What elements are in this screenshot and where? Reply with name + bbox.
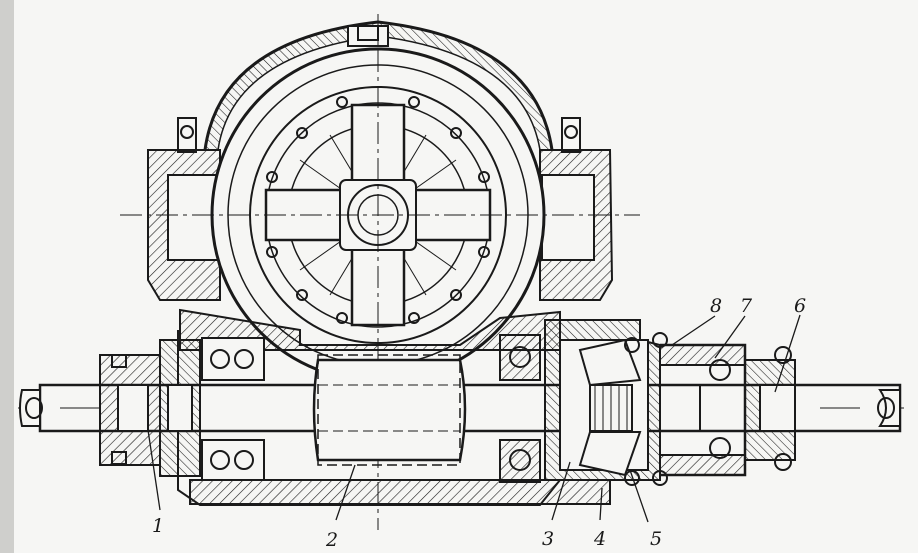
housing-left-block (147, 117, 221, 301)
callout-4: 4 (593, 528, 606, 550)
callout-1: 1 (152, 515, 164, 537)
page-edge-shadow (0, 0, 14, 553)
right-bearing (499, 334, 541, 483)
pinion-gear (312, 354, 467, 466)
lower-housing (177, 308, 611, 506)
callout-5: 5 (650, 528, 662, 550)
right-output-housing (659, 343, 796, 477)
housing-right-block (539, 117, 614, 301)
callout-6: 6 (794, 295, 806, 317)
left-bolts (111, 354, 127, 465)
callout-8: 8 (710, 295, 722, 317)
callout-3: 3 (542, 528, 554, 550)
left-bearing (201, 337, 265, 481)
leader-lines (147, 314, 801, 523)
side-differential (544, 319, 668, 486)
callout-7: 7 (740, 295, 753, 317)
wheel-bolt-holes (266, 96, 490, 324)
left-flange (99, 339, 201, 477)
callout-labels: 1 2 3 4 5 6 7 8 (152, 295, 806, 551)
callout-2: 2 (325, 529, 338, 551)
